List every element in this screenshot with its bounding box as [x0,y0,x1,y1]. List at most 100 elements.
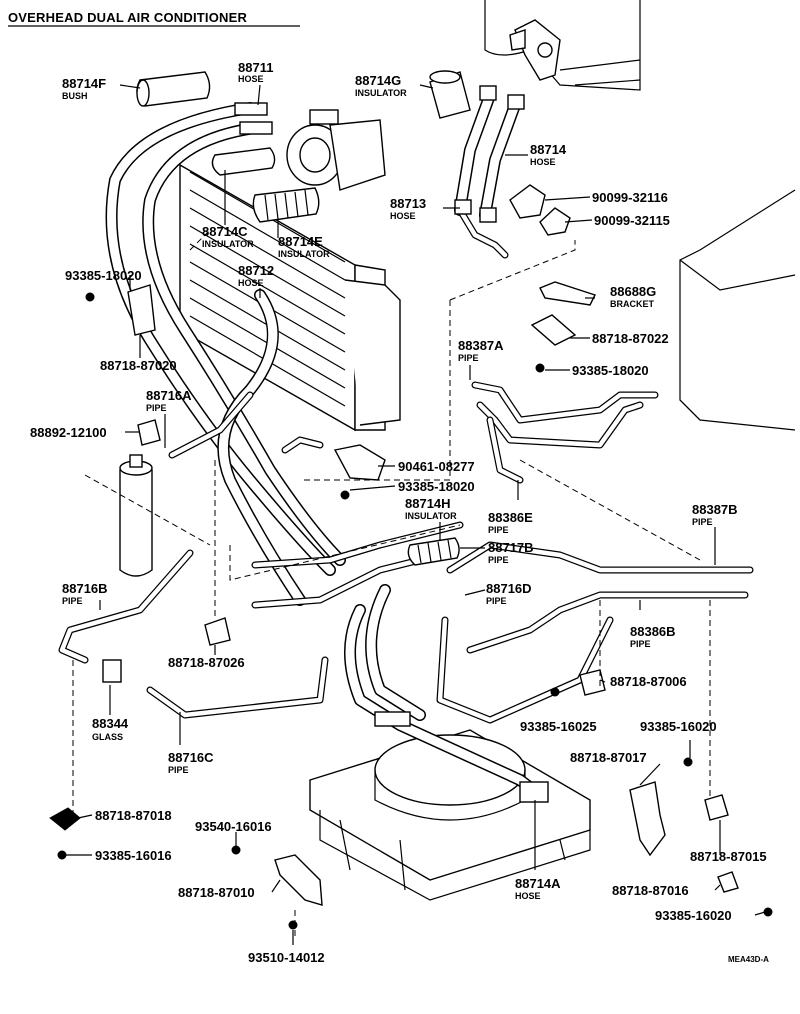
svg-text:88718-87006: 88718-87006 [610,674,687,689]
svg-text:88386E: 88386E [488,510,533,525]
svg-text:HOSE: HOSE [515,891,541,901]
label-93385-16025: 93385-16025 [520,719,597,734]
figure-code: MEA43D-A [728,955,769,964]
svg-text:PIPE: PIPE [62,596,83,606]
svg-text:INSULATOR: INSULATOR [355,88,407,98]
svg-text:88718-87017: 88718-87017 [570,750,647,765]
pipe-88386E [486,416,524,484]
bracket-88718-87010 [274,854,323,906]
label-88718-87026: 88718-87026 [168,655,245,670]
svg-text:BUSH: BUSH [62,91,88,101]
svg-text:88892-12100: 88892-12100 [30,425,107,440]
svg-text:93385-16020: 93385-16020 [655,908,732,923]
label-93385-18020-c: 93385-18020 [398,479,475,494]
clamp-88718-87020 [127,284,156,336]
svg-text:BRACKET: BRACKET [610,299,655,309]
label-88714A: 88714A HOSE [515,876,561,901]
hose-88713 [456,206,509,259]
svg-text:PIPE: PIPE [146,403,167,413]
clamp-88718-87006 [579,669,606,696]
label-88718-87018: 88718-87018 [95,808,172,823]
svg-text:90461-08277: 90461-08277 [398,459,475,474]
label-88713: 88713 HOSE [390,196,426,221]
clamp-88718-87016 [717,871,739,893]
label-93385-16020-a: 93385-16020 [640,719,717,734]
label-88718-87006: 88718-87006 [610,674,687,689]
leader-lines [66,84,766,945]
svg-text:88714C: 88714C [202,224,248,239]
insulator-88714E [252,187,320,223]
svg-text:PIPE: PIPE [630,639,651,649]
svg-text:88714F: 88714F [62,76,106,91]
insulator-88714H [407,537,460,566]
svg-text:88717B: 88717B [488,540,534,555]
label-88716D: 88716D PIPE [486,581,532,606]
receiver-drier [119,454,153,577]
label-88386B: 88386B PIPE [630,624,676,649]
svg-text:93540-16016: 93540-16016 [195,819,272,834]
label-88892-12100: 88892-12100 [30,425,107,440]
compressor [286,109,386,191]
grommets-90099 [509,184,571,236]
label-88712: 88712 HOSE [238,263,274,288]
label-88714E: 88714E INSULATOR [278,234,330,259]
label-88714: 88714 HOSE [530,142,567,167]
bolts [57,292,773,930]
bracket-88718-87017 [629,781,666,857]
label-93510-14012: 93510-14012 [248,950,325,965]
svg-text:PIPE: PIPE [692,517,713,527]
pipe-88717B [251,521,464,609]
svg-text:93385-16025: 93385-16025 [520,719,597,734]
clamp-88718-87022 [530,314,577,346]
label-88387A: 88387A PIPE [458,338,504,363]
svg-text:88387B: 88387B [692,502,738,517]
label-93385-16020-b: 93385-16020 [655,908,732,923]
svg-text:88711: 88711 [238,60,273,75]
svg-text:88716B: 88716B [62,581,108,596]
label-88344: 88344 GLASS [92,716,129,742]
svg-text:GLASS: GLASS [92,732,123,742]
bracket-88688G [539,281,596,306]
svg-text:88714H: 88714H [405,496,451,511]
rear-evaporator-unit [309,729,591,901]
svg-text:88718-87026: 88718-87026 [168,655,245,670]
label-88711: 88711 HOSE [238,60,273,84]
svg-text:88718-87015: 88718-87015 [690,849,767,864]
hose-88714 [454,89,521,221]
svg-text:93385-18020: 93385-18020 [572,363,649,378]
pipe-88716B [58,549,194,664]
svg-text:HOSE: HOSE [238,74,264,84]
svg-text:88718-87016: 88718-87016 [612,883,689,898]
svg-text:88387A: 88387A [458,338,504,353]
svg-text:INSULATOR: INSULATOR [278,249,330,259]
label-88714G: 88714G INSULATOR [355,73,407,98]
label-93385-18020-b: 93385-18020 [572,363,649,378]
label-88718-87010: 88718-87010 [178,885,255,900]
label-88718-87022: 88718-87022 [592,331,669,346]
label-90099-32116: 90099-32116 [592,190,668,205]
svg-text:88714: 88714 [530,142,567,157]
label-88716A: 88716A PIPE [146,388,192,413]
pipe-88716A [168,391,254,459]
svg-text:93510-14012: 93510-14012 [248,950,325,965]
clamp-88718-87015 [704,794,729,821]
label-88716C: 88716C PIPE [168,750,214,775]
svg-text:88712: 88712 [238,263,274,278]
label-88386E: 88386E PIPE [488,510,533,535]
svg-text:88344: 88344 [92,716,129,731]
clamp-90461-08277 [333,444,386,481]
label-90099-32115: 90099-32115 [594,213,670,228]
svg-text:88716A: 88716A [146,388,192,403]
svg-text:88688G: 88688G [610,284,656,299]
label-88717B: 88717B PIPE [488,540,534,565]
svg-text:PIPE: PIPE [486,596,507,606]
insulator-88714G [429,70,471,119]
svg-text:88718-87020: 88718-87020 [100,358,177,373]
label-90461-08277: 90461-08277 [398,459,475,474]
dashed-assembly-lines [72,229,711,940]
label-88718-87015: 88718-87015 [690,849,767,864]
pipe-88716D [281,436,324,454]
label-88714C: 88714C INSULATOR [202,224,254,249]
hose-88711 [105,102,346,576]
